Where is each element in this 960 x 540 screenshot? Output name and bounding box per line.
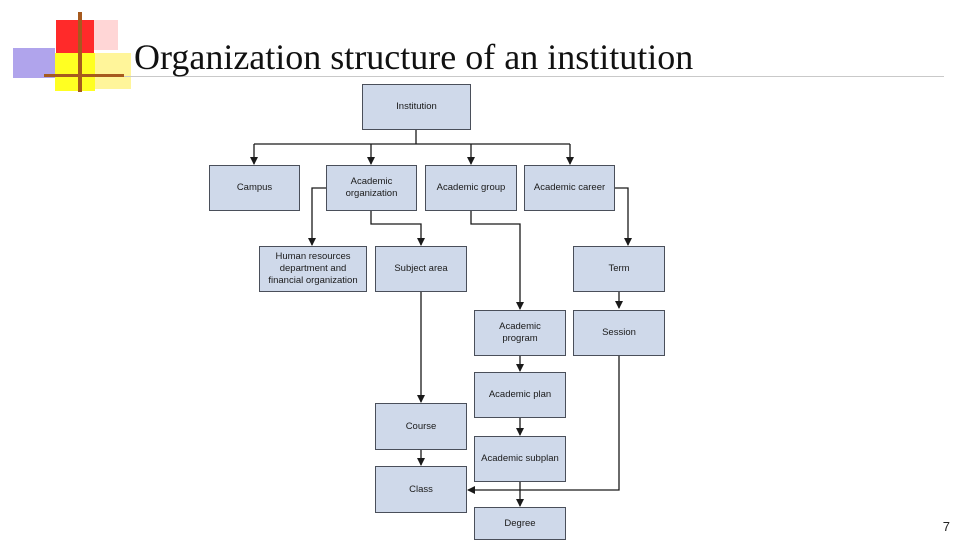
node-institution: Institution xyxy=(362,84,471,130)
page-number: 7 xyxy=(943,519,950,534)
node-campus: Campus xyxy=(209,165,300,211)
node-academic-career: Academic career xyxy=(524,165,615,211)
connector-to-term xyxy=(615,188,628,245)
node-academic-organization: Academic organization xyxy=(326,165,417,211)
node-subject-area: Subject area xyxy=(375,246,467,292)
node-class: Class xyxy=(375,466,467,513)
connector-to-subject-area xyxy=(371,211,421,245)
node-session: Session xyxy=(573,310,665,356)
node-degree: Degree xyxy=(474,507,566,540)
node-term: Term xyxy=(573,246,665,292)
node-course: Course xyxy=(375,403,467,450)
node-academic-program: Academic program xyxy=(474,310,566,356)
node-academic-plan: Academic plan xyxy=(474,372,566,418)
node-academic-subplan: Academic subplan xyxy=(474,436,566,482)
connector-to-hr-department xyxy=(312,188,327,245)
connector-group-to-program xyxy=(471,211,520,309)
connector-institution-bus xyxy=(254,130,570,144)
node-academic-group: Academic group xyxy=(425,165,517,211)
node-hr-department: Human resources department and financial… xyxy=(259,246,367,292)
